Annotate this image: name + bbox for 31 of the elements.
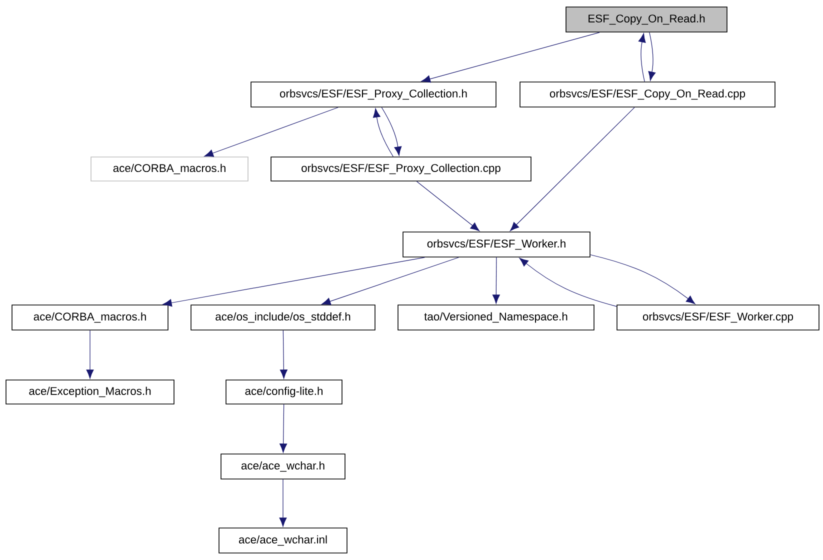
file-box: orbsvcs/ESF/ESF_Proxy_Collection.h bbox=[250, 82, 496, 108]
arrow bbox=[648, 32, 656, 81]
arrow bbox=[510, 107, 635, 232]
file-box: tao/Versioned_Namespace.h bbox=[398, 304, 594, 330]
arrow bbox=[372, 108, 394, 157]
arrow bbox=[638, 33, 646, 82]
arrow bbox=[421, 32, 600, 83]
file-box: ace/ace_wchar.inl bbox=[218, 528, 348, 554]
file-box: ace/os_include/os_stddef.h bbox=[190, 304, 376, 330]
file-box: orbsvcs/ESF/ESF_Worker.cpp bbox=[616, 304, 820, 330]
arrow bbox=[280, 330, 288, 379]
file-box: orbsvcs/ESF/ESF_Copy_On_Read.cpp bbox=[520, 82, 776, 108]
arrow bbox=[519, 258, 617, 307]
arrow bbox=[86, 330, 94, 379]
arrow bbox=[416, 181, 480, 232]
file-box: ace/Exception_Macros.h bbox=[6, 380, 174, 404]
arrow bbox=[492, 257, 500, 304]
arrow bbox=[322, 257, 460, 306]
arrow bbox=[279, 479, 287, 527]
file-box: orbsvcs/ESF/ESF_Proxy_Collection.cpp bbox=[270, 156, 532, 182]
arrow bbox=[280, 404, 288, 453]
file-box: ace/CORBA_macros.h bbox=[90, 156, 248, 182]
file-box: ace/ace_wchar.h bbox=[220, 454, 346, 480]
file-box: ESF_Copy_On_Read.h bbox=[566, 6, 728, 32]
arrow bbox=[590, 254, 696, 304]
arrow bbox=[381, 107, 402, 156]
file-box: ace/CORBA_macros.h bbox=[12, 304, 168, 330]
arrow bbox=[204, 107, 338, 157]
file-box: orbsvcs/ESF/ESF_Worker.h bbox=[402, 232, 590, 258]
file-box: ace/config-lite.h bbox=[226, 380, 342, 404]
arrow bbox=[162, 257, 425, 307]
